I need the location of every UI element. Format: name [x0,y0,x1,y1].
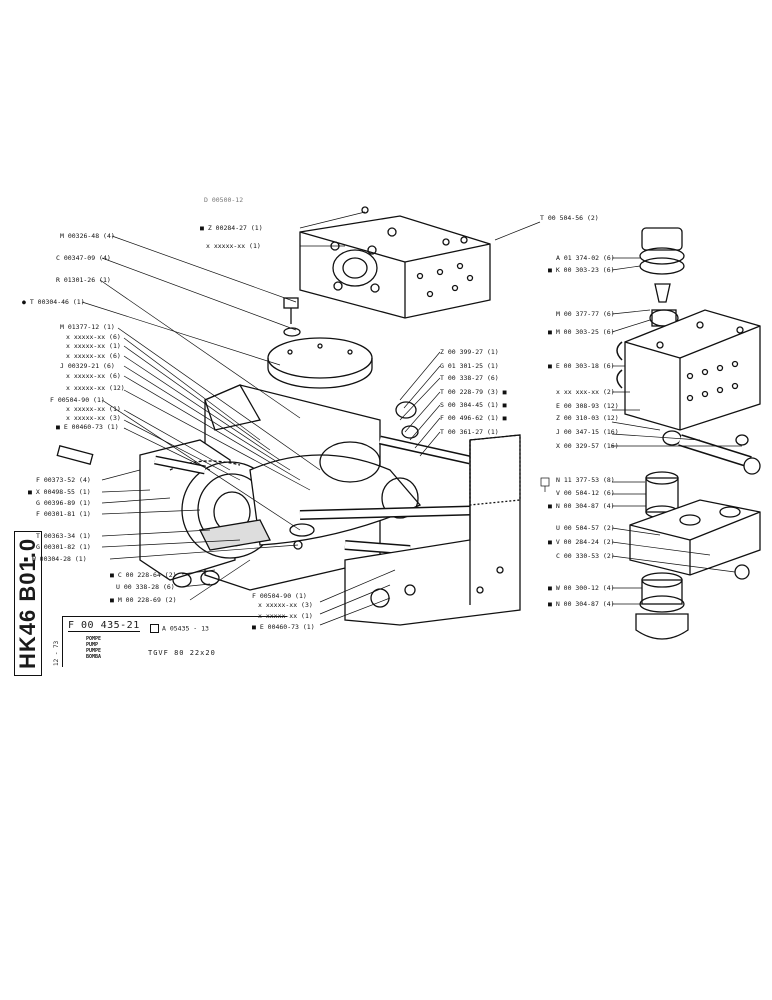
part-label: G 01 301-25 (1) [440,362,499,370]
reference-code: A 05435 - 13 [162,624,209,633]
part-label: G 00396-89 (1) [36,499,91,507]
title-block-name-es: BOMBA [86,654,102,660]
part-label: J 00 347-15 (16) [556,428,619,436]
part-label: T 00363-34 (1) [36,532,91,540]
part-label: J 00329-21 (6) [60,362,115,370]
part-label: Z 00 399-27 (1) [440,348,499,356]
title-block-part-number: F 00 435-21 [68,620,140,632]
part-label: ■ W 00304-28 (1) [24,555,87,563]
part-label: G 00301-82 (1) [36,543,91,551]
part-label: T 00 504-56 (2) [540,214,599,222]
title-block-name-en: PUMP [86,642,99,648]
part-label: E 00 308-93 (12) [556,402,619,410]
part-label: ■ K 00 303-23 (6) [548,266,615,274]
part-label: S 00 304-45 (1) ■ [440,401,507,409]
part-label: x xxxxx-xx (3) [66,414,121,422]
sheet-title-vertical: HK46 B01.0 [14,530,42,676]
part-label: R 01301-26 (1) [56,276,111,284]
part-label: F 00 496-62 (1) ■ [440,414,507,422]
part-label: ■ N 00 304-87 (4) [548,502,615,510]
part-label: N 11 377-53 (8) [556,476,615,484]
part-label: F 00504-90 (1) [252,592,307,600]
right-valve-stack [616,227,761,640]
part-label: x xxxxx-xx (1) [66,405,121,413]
part-label: U 00 338-28 (6) [116,583,175,591]
part-label: M 00326-48 (4) [60,232,115,240]
part-label: ● T 00304-46 (1) [22,298,85,306]
title-block-frame [62,616,287,667]
part-label: M 00 377-77 (6) [556,310,615,318]
part-label: ■ V 00 284-24 (2) [548,538,615,546]
title-block-name-de: PUMPE [86,648,102,654]
part-label: X 00 329-57 (16) [556,442,619,450]
part-label: ■ W 00 300-12 (4) [548,584,615,592]
top-valve-housing [299,206,491,319]
part-label: ■ M 00 303-25 (6) [548,328,615,336]
part-label: C 00347-09 (4) [56,254,111,262]
part-label: x xxxxx-xx (1) [66,342,121,350]
sheet-date-code: 12 - 73 [53,640,60,666]
part-label: V 00 504-12 (6) [556,489,615,497]
part-label: x xx xxx-xx (2) [556,388,615,396]
part-label: ■ E 00 303-18 (6) [548,362,615,370]
part-label: ■ N 00 304-87 (4) [548,600,615,608]
part-label: T 00 361-27 (1) [440,428,499,436]
part-label: F 00301-81 (1) [36,510,91,518]
part-label: F 00373-52 (4) [36,476,91,484]
part-label: x xxxxx-xx (1) [206,242,261,250]
part-label: ■ Z 00284-27 (1) [200,224,263,232]
part-label: T 00 228-79 (3) ■ [440,388,507,396]
part-label: x xxxxx-xx (12) [66,384,125,392]
title-block-model: TGVF 80 22x20 [148,649,216,657]
part-label: Z 00 310-03 (12) [556,414,619,422]
part-label: T 00 338-27 (6) [440,374,499,382]
part-label: x xxxxx-xx (3) [258,601,313,609]
part-label: ■ X 00498-55 (1) [28,488,91,496]
part-label: A 01 374-02 (6) [556,254,615,262]
title-block-reference: A 05435 - 13 [150,624,209,633]
part-label: ■ E 00460-73 (1) [56,423,119,431]
part-label: F 00504-90 (1) [50,396,105,404]
part-label: U 00 504-57 (2) [556,524,615,532]
title-block-name-fr: POMPE [86,636,102,642]
part-label: x xxxxx-xx (6) [66,372,121,380]
reference-box-icon [150,624,159,633]
part-label: x xxxxx-xx (6) [66,333,121,341]
end-cover [204,384,521,626]
part-label: x xxxxx-xx (6) [66,352,121,360]
part-label: ■ M 00 228-69 (2) [110,596,177,604]
part-label: M 01377-12 (1) [60,323,115,331]
part-label: ■ E 00460-73 (1) [252,623,315,631]
part-label: C 00 330-53 (2) [556,552,615,560]
part-label: ■ C 00 228-64 (2) [110,571,177,579]
bolt-and-washer [283,297,301,337]
stamp-code: D 00500-12 [204,196,244,204]
main-pump-body [139,384,422,591]
leader-lines [81,211,742,626]
